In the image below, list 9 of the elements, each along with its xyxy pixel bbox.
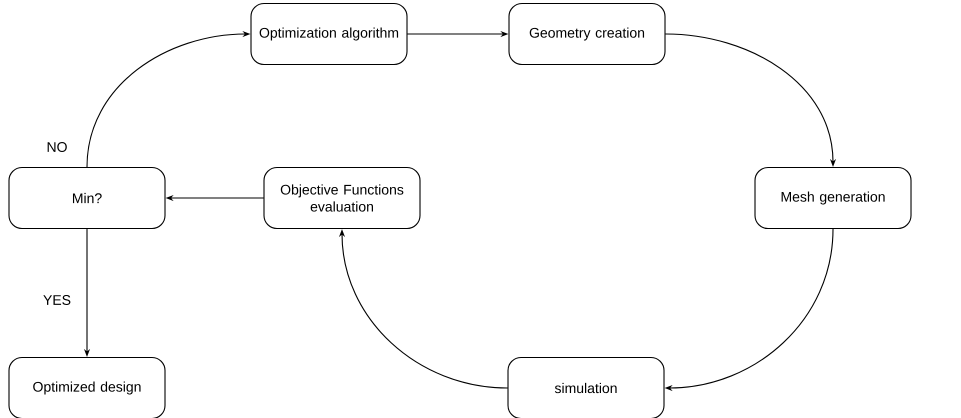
process-box: Min? [8, 166, 166, 230]
process-box: simulation [507, 356, 665, 418]
edge-label: NO [46, 141, 68, 153]
process-box: Mesh generation [754, 166, 912, 230]
edge-label: YES [42, 294, 72, 306]
process-box: Optimized design [8, 356, 166, 418]
process-box: Geometry creation [508, 2, 666, 66]
process-box: Objective Functions evaluation [263, 166, 421, 230]
process-box: Optimization algorithm [250, 2, 408, 66]
